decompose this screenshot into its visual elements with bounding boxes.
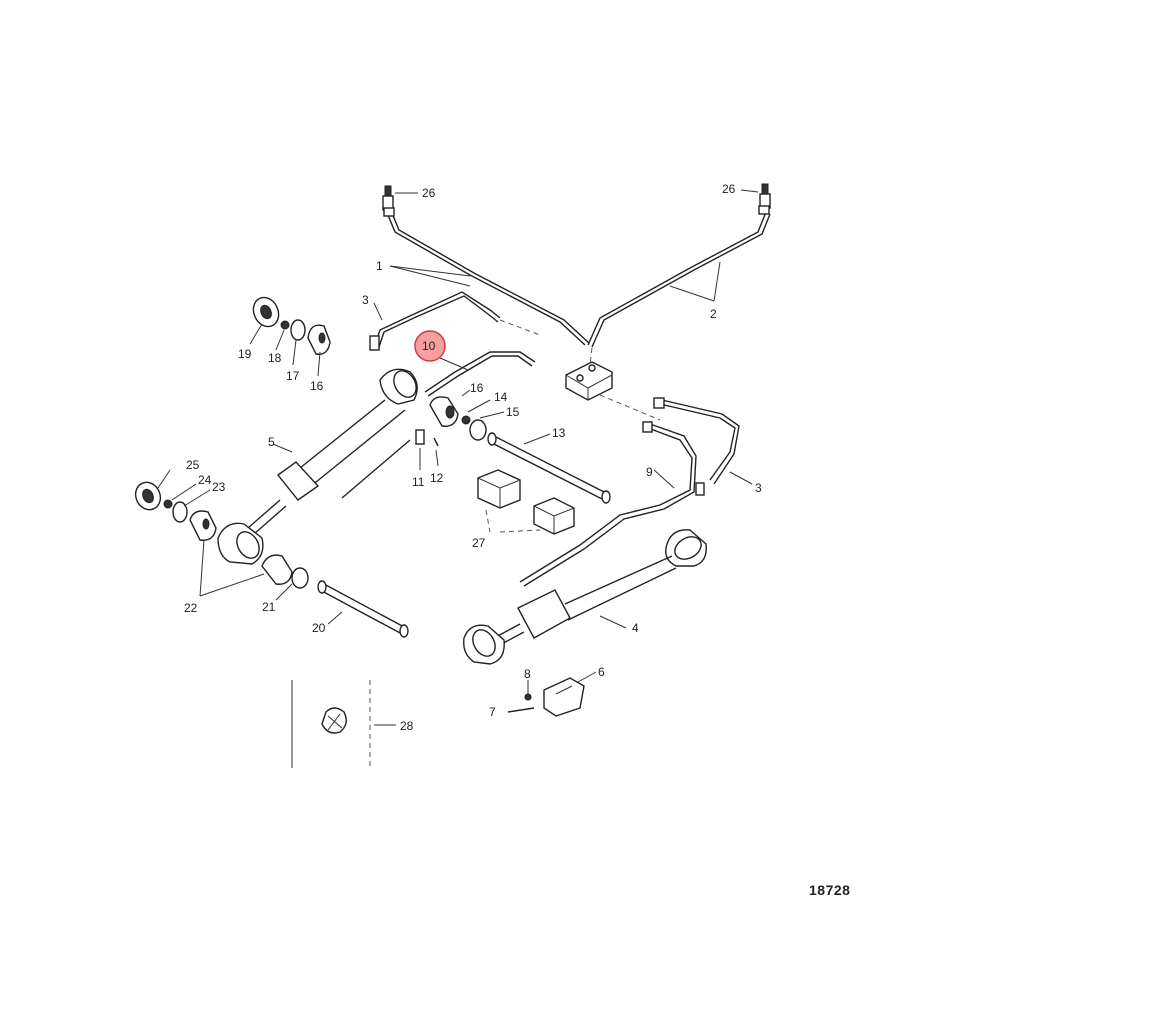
callout-6: 6 <box>598 665 605 679</box>
callout-7: 7 <box>489 705 496 719</box>
hose-assembly-left <box>382 185 590 346</box>
callout-28: 28 <box>400 719 414 733</box>
bushing-set-upper-left <box>252 296 331 355</box>
detail-inset-28 <box>291 680 371 768</box>
callout-9: 9 <box>646 465 653 479</box>
hose-3-upper <box>369 291 501 351</box>
callout-12: 12 <box>430 471 444 485</box>
bushing-set-middle <box>429 396 487 441</box>
callout-4: 4 <box>632 621 639 635</box>
callout-2: 2 <box>710 307 717 321</box>
hose-9 <box>519 421 705 587</box>
screw-7-8 <box>507 693 535 713</box>
callout-23: 23 <box>212 480 226 494</box>
hose-assembly-right <box>587 183 771 348</box>
valve-block <box>565 361 613 401</box>
hose-10 <box>424 351 536 397</box>
callout-8: 8 <box>524 667 531 681</box>
callout-24: 24 <box>198 473 212 487</box>
callout-26-right: 26 <box>722 182 736 196</box>
rod-13 <box>487 432 611 504</box>
callout-18-upper: 18 <box>268 351 282 365</box>
callout-16-upper: 16 <box>310 379 324 393</box>
callout-27: 27 <box>472 536 486 550</box>
callout-15: 15 <box>506 405 520 419</box>
callout-13: 13 <box>552 426 566 440</box>
bushing-set-lower-left <box>134 481 217 541</box>
callout-16-middle: 16 <box>470 381 484 395</box>
callout-22: 22 <box>184 601 198 615</box>
callout-5: 5 <box>268 435 275 449</box>
callout-3-right: 3 <box>755 481 762 495</box>
highlighted-callout-10[interactable] <box>414 330 446 362</box>
rod-20 <box>317 580 409 638</box>
clamp-6 <box>543 677 585 717</box>
cylinder-5 <box>217 368 418 565</box>
callout-26-left: 26 <box>422 186 436 200</box>
callout-1: 1 <box>376 259 383 273</box>
hose-3-right <box>653 397 740 485</box>
callout-21: 21 <box>262 600 276 614</box>
callout-19: 19 <box>238 347 252 361</box>
small-clip-11-12 <box>415 429 439 447</box>
bushing-21 <box>261 554 309 589</box>
callout-3-upper: 3 <box>362 293 369 307</box>
callout-11: 11 <box>412 475 425 489</box>
block-27-a <box>477 469 521 509</box>
callout-10: 10 <box>422 339 436 353</box>
figure-number: 18728 <box>809 882 851 898</box>
callout-20: 20 <box>312 621 326 635</box>
block-27-b <box>533 497 575 535</box>
callout-25: 25 <box>186 458 200 472</box>
callout-14: 14 <box>494 390 508 404</box>
callout-17: 17 <box>286 369 300 383</box>
cylinder-4 <box>463 529 707 665</box>
